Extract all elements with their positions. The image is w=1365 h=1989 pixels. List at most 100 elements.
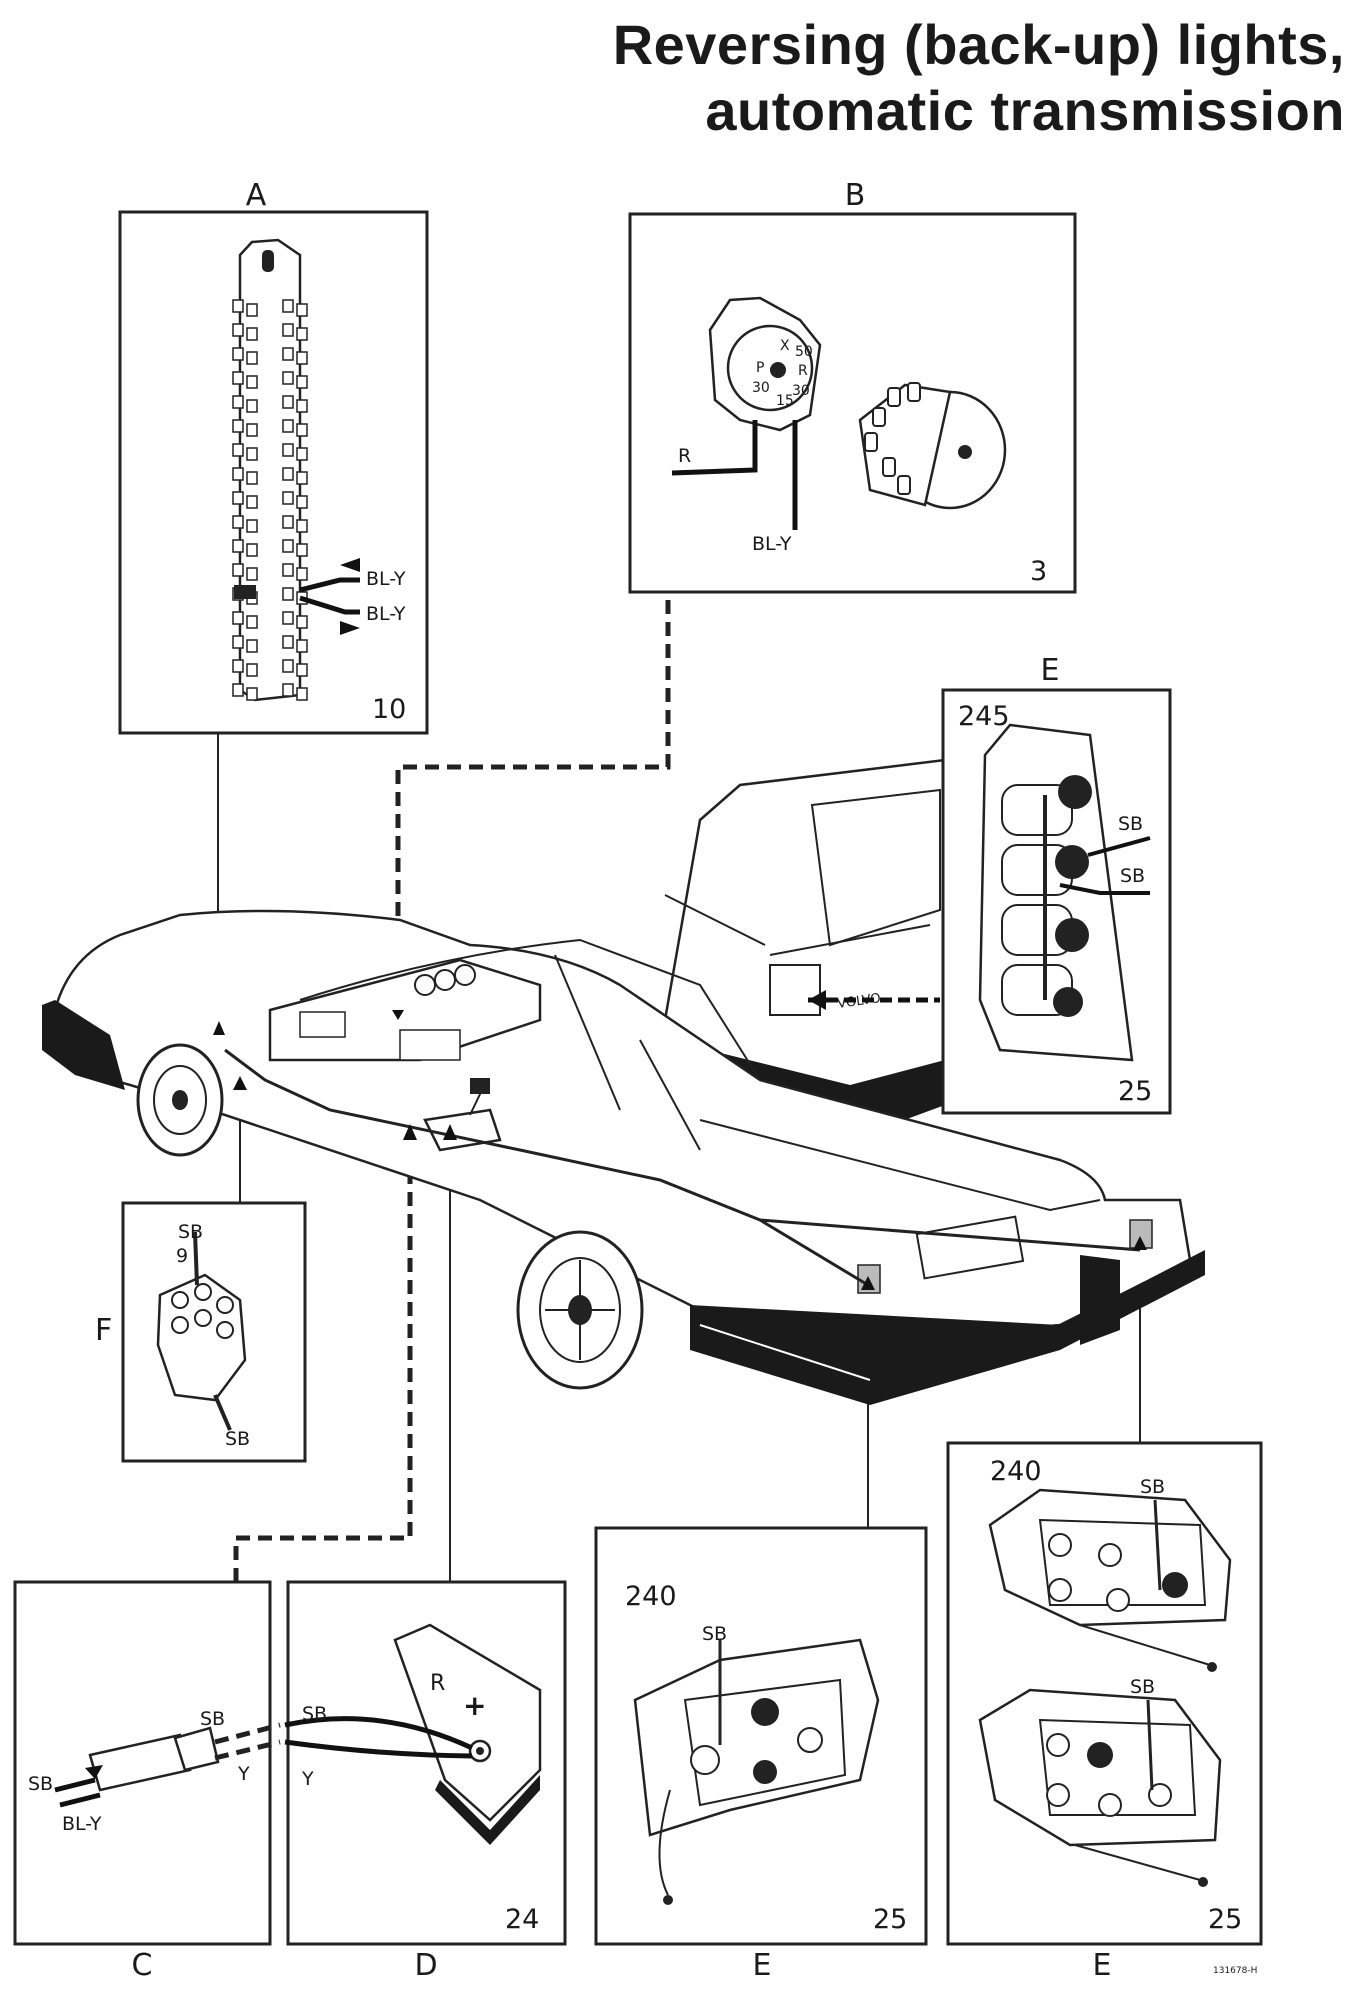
fuse-terminal-left-inner xyxy=(246,687,258,701)
fuse-terminal-left-inner xyxy=(246,447,258,461)
fuse-terminal-left-inner xyxy=(246,543,258,557)
fuse-terminal-right-inner xyxy=(296,423,308,437)
panel-e-245-tail-light: E 245 SB SB 25 xyxy=(941,653,1172,1115)
fuse-terminal-left-inner xyxy=(246,495,258,509)
connector-pin xyxy=(171,1291,189,1309)
title-line-2: automatic transmission xyxy=(705,79,1345,142)
panel-f-connector: F SB 9 SB xyxy=(95,1201,307,1463)
panel-a-fuse-box: A BL-Y BL-Y 10 xyxy=(118,178,429,735)
fuse-terminal-right xyxy=(282,323,294,337)
panel-e-mid-number: 25 xyxy=(873,1904,907,1935)
panel-b-ignition-switch: B X 50 P R 30 15 30 R BL-Y 3 xyxy=(628,178,1077,594)
panel-e-240-tail-light-b: 240 SB SB 25 E xyxy=(946,1441,1263,1983)
fuse-terminal-left-inner xyxy=(246,639,258,653)
fuse-terminal-left xyxy=(232,515,244,529)
fuse-terminal-right-inner xyxy=(296,519,308,533)
fuse-terminal-right xyxy=(282,491,294,505)
fuse-terminal-left xyxy=(232,611,244,625)
fuse-terminal-right-inner xyxy=(296,351,308,365)
fuse-terminal-right xyxy=(282,347,294,361)
fuse-terminal-right-inner xyxy=(296,471,308,485)
fuse-terminal-left xyxy=(232,371,244,385)
switch-pin xyxy=(887,387,901,407)
fuse-terminal-right xyxy=(282,419,294,433)
panel-e-top-wire-1: SB xyxy=(1118,813,1143,835)
panel-e-right-model: 240 xyxy=(990,1456,1042,1487)
term-30b: 30 xyxy=(792,383,810,399)
panel-e-top-number: 25 xyxy=(1118,1076,1152,1107)
fuse-terminal-right-inner xyxy=(296,567,308,581)
fuse-terminal-right xyxy=(282,539,294,553)
panel-f-label: F xyxy=(95,1313,112,1348)
fuse-terminal-left-inner xyxy=(246,327,258,341)
fuse-terminal-right-inner xyxy=(296,399,308,413)
fuse-terminal-right-inner xyxy=(296,447,308,461)
fuse-terminal-left xyxy=(232,539,244,553)
panel-c-harness-connector: SB BL-Y SB Y C xyxy=(13,1580,281,1983)
fuse-terminal-left xyxy=(232,659,244,673)
panel-b-label: B xyxy=(845,178,866,213)
car-badge: VOLVO xyxy=(836,991,881,1012)
rear-wheel xyxy=(516,1230,644,1390)
fuse-terminal-right xyxy=(282,299,294,313)
fuse-terminal-right xyxy=(282,683,294,697)
fuse-terminal-left xyxy=(232,347,244,361)
fuse-terminal-left xyxy=(232,419,244,433)
panel-d-wire-y: Y xyxy=(301,1768,314,1790)
title-line-1: Reversing (back-up) lights, xyxy=(612,13,1345,76)
fuse-terminal-left xyxy=(232,443,244,457)
panel-a-wire-top: BL-Y xyxy=(366,568,406,590)
panel-f-wire-top: SB xyxy=(178,1221,203,1243)
connector-pin xyxy=(216,1321,234,1339)
panel-f-wire-bottom: SB xyxy=(225,1428,250,1450)
switch-pin xyxy=(864,432,878,452)
panel-c-wire-y: Y xyxy=(237,1763,250,1785)
panel-e-top-wire-2: SB xyxy=(1120,865,1145,887)
panel-d-wire-sb: SB xyxy=(302,1703,327,1725)
panel-c-wire-sb-left: SB xyxy=(28,1773,53,1795)
fuse-terminal-left-inner xyxy=(246,351,258,365)
panel-e-right-wire-2: SB xyxy=(1130,1676,1155,1698)
panel-d-label: D xyxy=(414,1948,437,1983)
panel-e-top-model: 245 xyxy=(958,701,1010,732)
switch-pin xyxy=(882,457,896,477)
connector-pin xyxy=(194,1309,212,1327)
term-15: 15 xyxy=(776,393,794,409)
panel-b-wire-r: R xyxy=(678,445,691,467)
panel-b-wire-bly: BL-Y xyxy=(752,533,792,555)
panel-e-right-label: E xyxy=(1093,1948,1112,1983)
fuse-terminal-right-inner xyxy=(296,687,308,701)
front-wheel xyxy=(136,1043,224,1157)
fuse-terminal-right xyxy=(282,611,294,625)
figure-code: 131678-H xyxy=(1213,1966,1257,1976)
fuse-terminal-right xyxy=(282,467,294,481)
panel-a-wire-bottom: BL-Y xyxy=(366,603,406,625)
fuse-terminal-left xyxy=(232,563,244,577)
fuse-terminal-right xyxy=(282,659,294,673)
fuse-terminal-left-inner xyxy=(246,615,258,629)
connector-pin xyxy=(194,1283,212,1301)
fuse-terminal-left xyxy=(232,635,244,649)
fuse-terminal-right-inner xyxy=(296,375,308,389)
fuse-terminal-left xyxy=(232,299,244,313)
panel-d-number: 24 xyxy=(505,1904,539,1935)
fuse-terminal-left xyxy=(232,323,244,337)
fuse-terminal-left xyxy=(232,683,244,697)
fuse-terminal-left-inner xyxy=(246,471,258,485)
panel-e-mid-wire: SB xyxy=(702,1623,727,1645)
term-50: 50 xyxy=(795,344,813,360)
panel-e-mid-label: E xyxy=(753,1948,772,1983)
fuse-terminal-right-inner xyxy=(296,543,308,557)
connector-pin xyxy=(171,1316,189,1334)
fuse-terminal-left-inner xyxy=(246,399,258,413)
term-x: X xyxy=(780,338,790,354)
fuse-terminal-left-inner xyxy=(246,567,258,581)
fuse-terminal-left xyxy=(232,491,244,505)
car-illustration: VOLVO xyxy=(42,758,1205,1405)
fuse-terminal-right xyxy=(282,515,294,529)
fuse-terminal-right-inner xyxy=(296,663,308,677)
panel-d-gear-switch: SB Y R + 24 D xyxy=(284,1580,567,1983)
panel-e-240-tail-light-a: 240 SB 25 E xyxy=(594,1526,928,1983)
switch-pin xyxy=(872,407,886,427)
